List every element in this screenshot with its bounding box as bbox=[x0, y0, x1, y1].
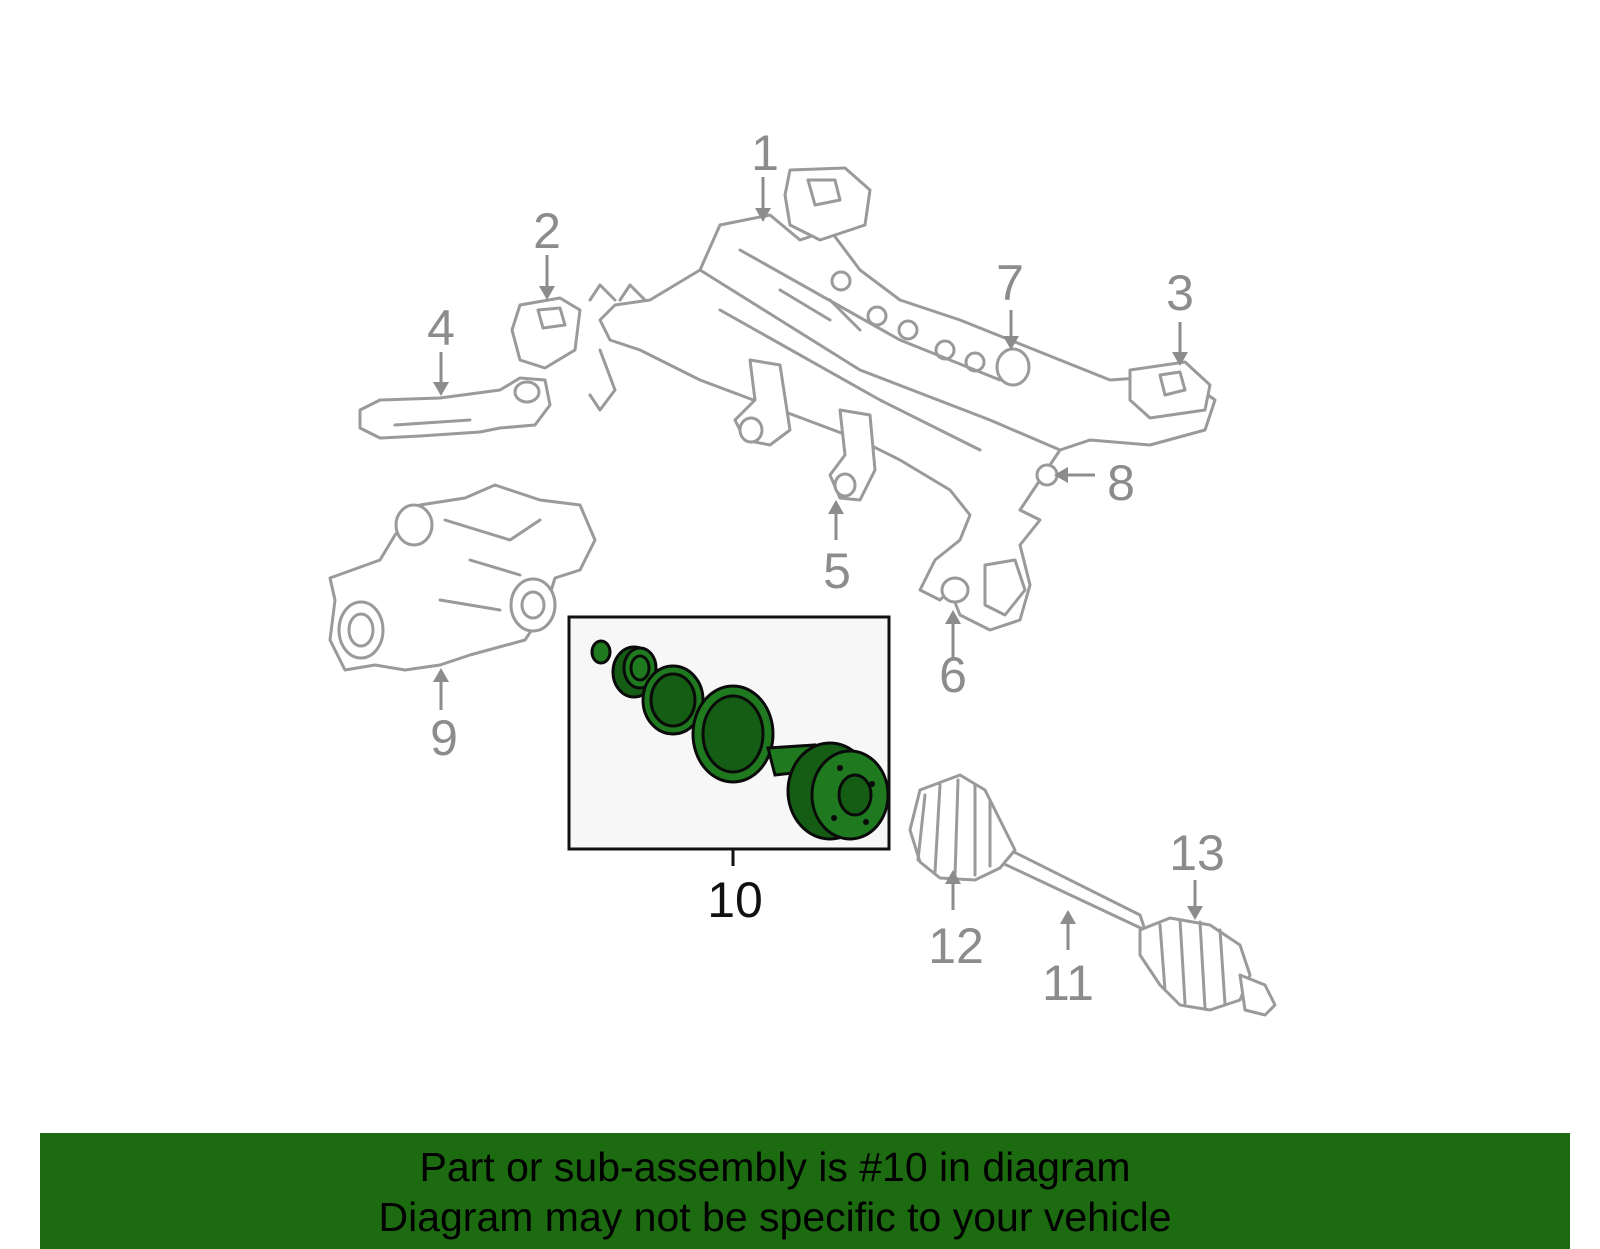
trailing-link-part-4[interactable] bbox=[358, 376, 552, 440]
callout-4: 4 bbox=[427, 300, 455, 356]
differential-part-9[interactable] bbox=[328, 483, 597, 672]
callout-9: 9 bbox=[430, 710, 458, 766]
callout-7: 7 bbox=[996, 255, 1024, 311]
callout-5: 5 bbox=[823, 543, 851, 599]
subframe-part-1[interactable] bbox=[510, 166, 1217, 632]
drive-shaft-part-11[interactable] bbox=[908, 773, 1277, 1017]
banner-line-disclaimer: Diagram may not be specific to your vehi… bbox=[378, 1194, 1172, 1240]
callout-13: 13 bbox=[1169, 825, 1225, 881]
callout-12: 12 bbox=[928, 918, 984, 974]
callout-3: 3 bbox=[1166, 265, 1194, 321]
callout-6: 6 bbox=[939, 647, 967, 703]
callout-8: 8 bbox=[1107, 455, 1135, 511]
callout-1: 1 bbox=[751, 125, 779, 181]
part-10-box[interactable] bbox=[567, 615, 891, 866]
callout-arrows bbox=[433, 177, 1203, 950]
callout-11: 11 bbox=[1042, 955, 1094, 1011]
callout-10[interactable]: 10 bbox=[707, 872, 763, 928]
callout-2: 2 bbox=[533, 203, 561, 259]
info-banner: Part or sub-assembly is #10 in diagram D… bbox=[40, 1133, 1570, 1249]
banner-line-part-number: Part or sub-assembly is #10 in diagram bbox=[419, 1144, 1131, 1190]
